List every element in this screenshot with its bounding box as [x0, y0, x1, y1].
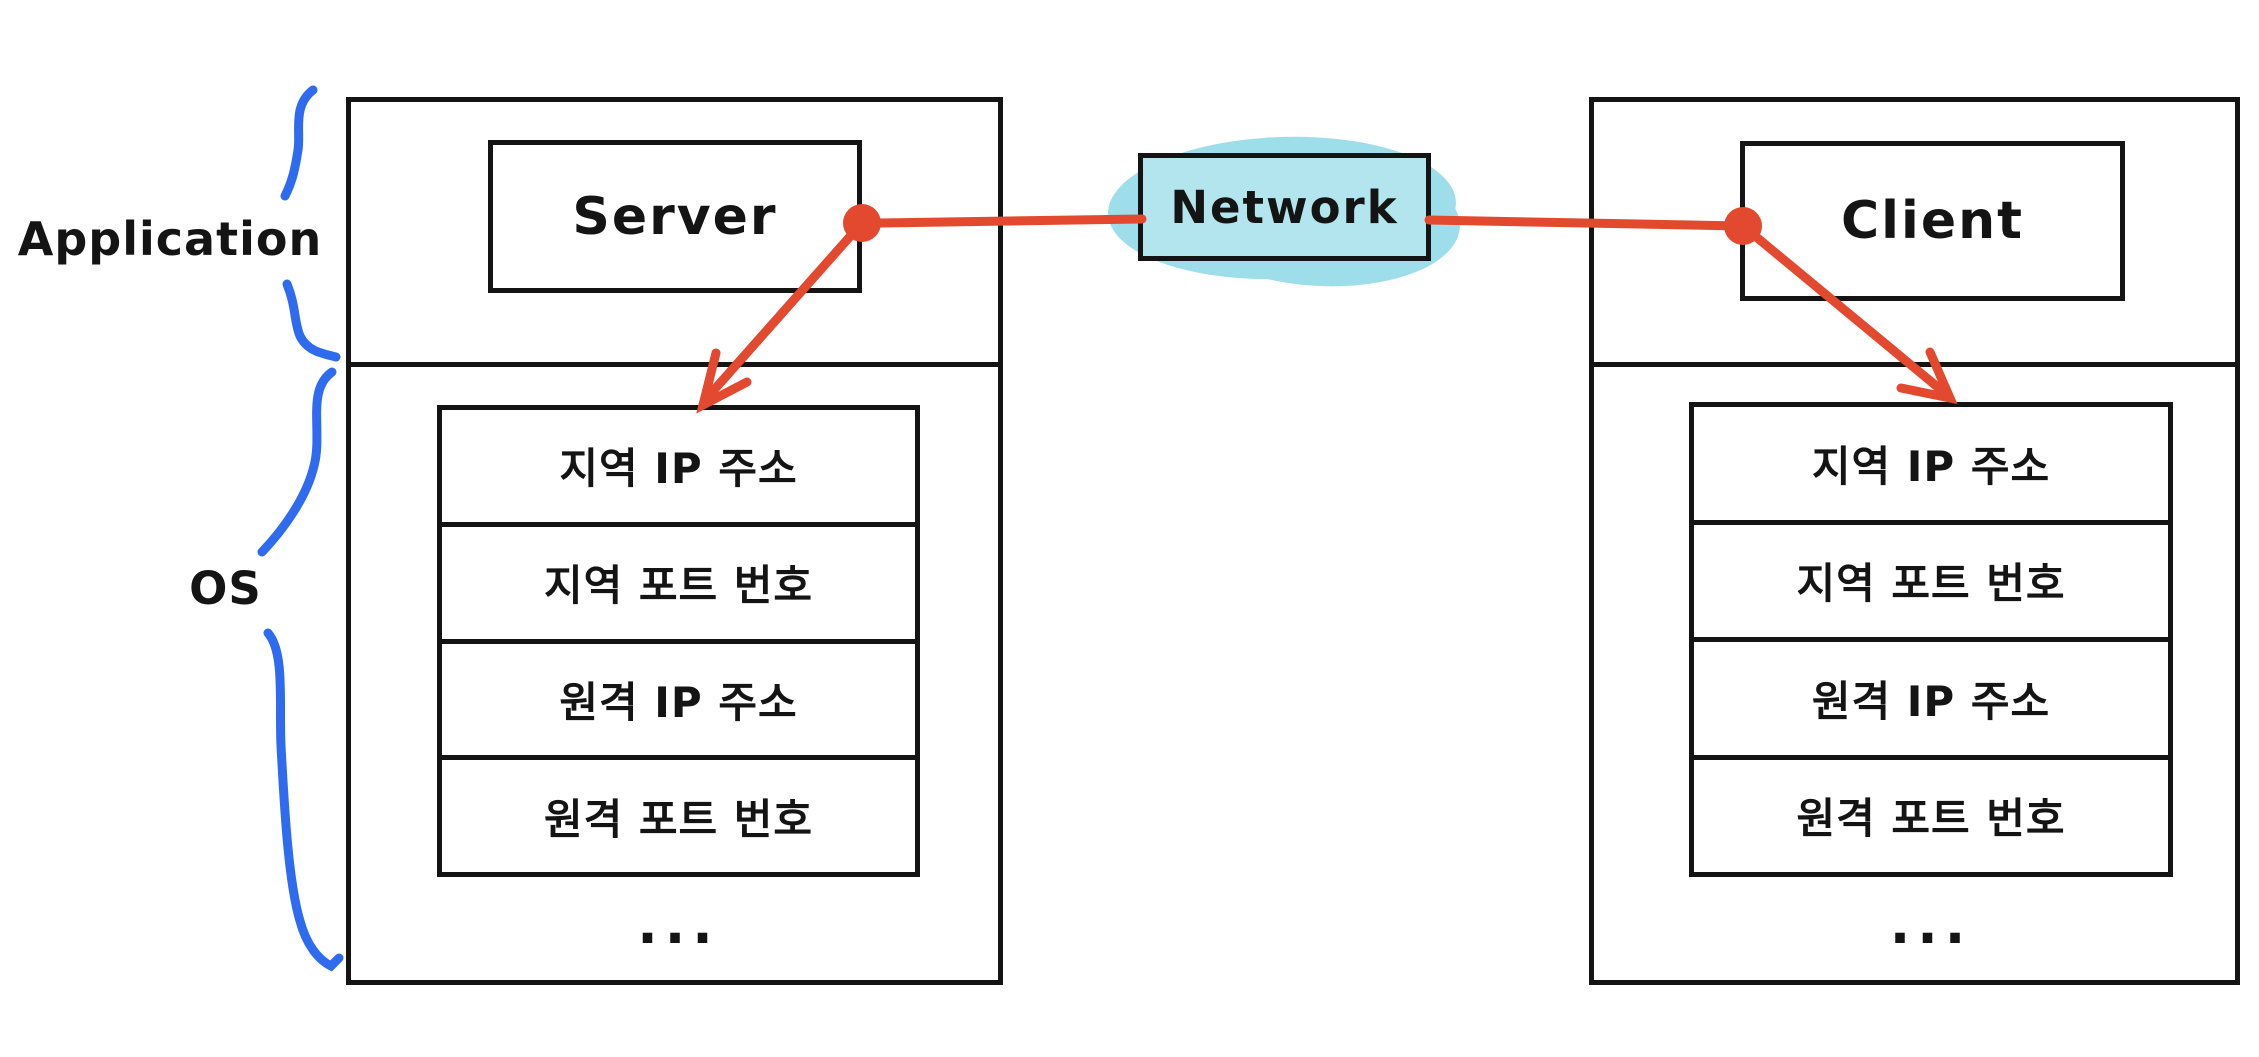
server-node-box: Server — [488, 140, 862, 293]
client-node-box: Client — [1740, 141, 2125, 301]
server-application-section — [351, 102, 998, 367]
os-brace-bottom — [263, 628, 344, 972]
server-node-label: Server — [572, 186, 778, 247]
socket-field-row: 지역 IP 주소 — [559, 444, 798, 494]
application-brace-top — [280, 85, 318, 201]
application-brace-bottom — [282, 279, 341, 362]
os-brace-top — [257, 367, 337, 557]
client-more-fields-ellipsis: ... — [1889, 893, 1973, 956]
server-host-box — [346, 97, 1003, 985]
client-node-label: Client — [1841, 191, 2024, 251]
socket-field-row: 원격 IP 주소 — [442, 638, 915, 756]
server-more-fields-ellipsis: ... — [637, 893, 720, 956]
application-layer-label: Application — [17, 212, 323, 266]
socket-field-row: 원격 IP 주소 — [1694, 637, 2168, 755]
socket-field-row: 지역 포트 번호 — [1694, 519, 2168, 638]
socket-field-row: 원격 포트 번호 — [1694, 754, 2168, 873]
socket-field-row: 지역 IP 주소 — [1811, 441, 2051, 491]
network-node-label: Network — [1170, 180, 1399, 234]
network-node-box: Network — [1138, 153, 1431, 261]
socket-field-row: 원격 포트 번호 — [442, 755, 915, 872]
os-layer-label: OS — [189, 562, 262, 615]
server-socket-table: 지역 IP 주소 지역 포트 번호 원격 IP 주소 원격 포트 번호 — [437, 405, 920, 877]
client-socket-table: 지역 IP 주소 지역 포트 번호 원격 IP 주소 원격 포트 번호 — [1689, 402, 2173, 877]
socket-field-row: 지역 포트 번호 — [442, 521, 915, 639]
